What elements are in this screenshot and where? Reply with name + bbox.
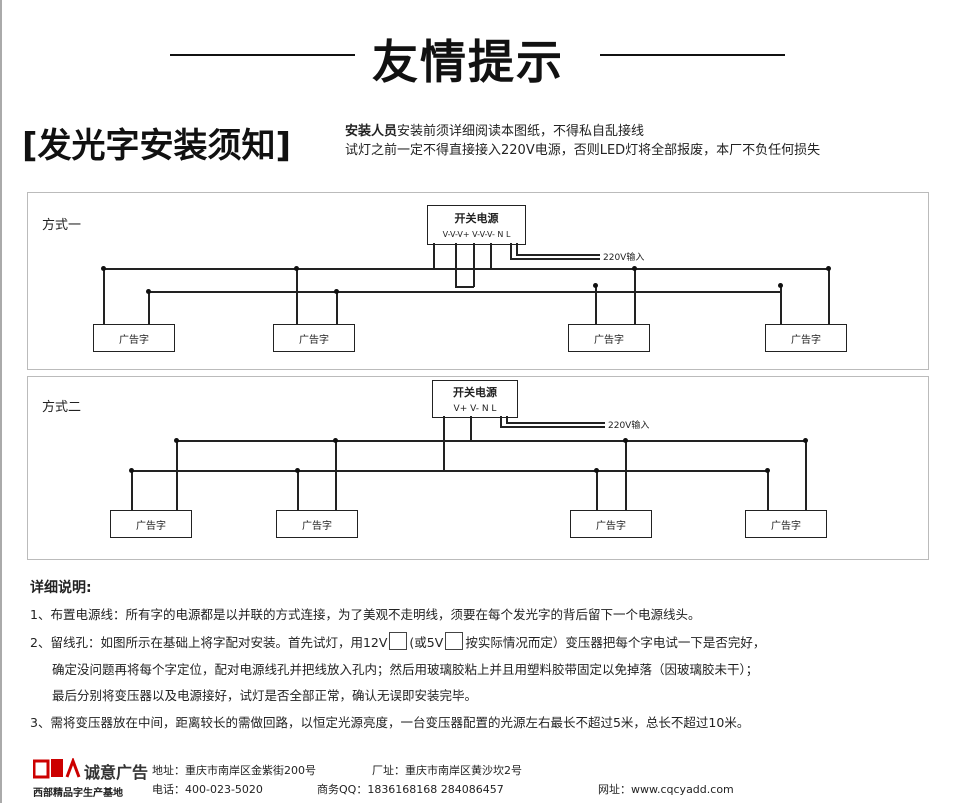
junction bbox=[174, 438, 179, 443]
method-2-sign-2: 广告字 bbox=[276, 510, 358, 538]
checkbox-12v bbox=[389, 632, 408, 650]
notice-line-2: 试灯之前一定不得直接接入220V电源，否则LED灯将全部报废，本厂不负任何损失 bbox=[345, 143, 821, 158]
instruction-1: 1、布置电源线：所有字的电源都是以并联的方式连接，为了美观不走明线，须要在每个发… bbox=[30, 607, 701, 622]
footer-factory: 厂址：重庆市南岸区黄沙坎2号 bbox=[372, 764, 522, 777]
wire bbox=[596, 470, 598, 512]
wire bbox=[780, 285, 782, 326]
wire bbox=[176, 440, 178, 512]
notice-line-1: 安装人员安装前须详细阅读本图纸，不得私自乱接线 bbox=[345, 120, 644, 139]
wire bbox=[516, 243, 518, 255]
method-2-sign-3: 广告字 bbox=[570, 510, 652, 538]
method-2-psu: 开关电源 V+ V- N L bbox=[432, 380, 518, 418]
wire bbox=[433, 243, 435, 269]
method-2-input-label: 220V输入 bbox=[608, 421, 650, 431]
wire bbox=[634, 268, 636, 326]
footer-address: 地址：重庆市南岸区金紫街200号 bbox=[152, 764, 316, 777]
method-2-bus-top bbox=[176, 440, 805, 442]
junction bbox=[803, 438, 808, 443]
footer-phone: 电话：400-023-5020 bbox=[152, 783, 263, 796]
logo-text: 诚意广告 bbox=[84, 763, 149, 782]
junction bbox=[334, 289, 339, 294]
instruction-2-part-a: 2、留线孔：如图所示在基础上将字配对安装。首先试灯，用12V bbox=[30, 635, 388, 650]
method-1-sign-4: 广告字 bbox=[765, 324, 847, 352]
wire bbox=[828, 268, 830, 326]
method-1-terminals: V-V-V+ V-V-V- N L bbox=[442, 230, 511, 239]
method-1-sign-1: 广告字 bbox=[93, 324, 175, 352]
wire bbox=[500, 426, 605, 428]
wire bbox=[335, 440, 337, 512]
wire bbox=[455, 286, 474, 288]
wire bbox=[148, 291, 150, 326]
notice-line-1-text: 安装前须详细阅读本图纸，不得私自乱接线 bbox=[397, 124, 645, 139]
wire bbox=[506, 422, 605, 424]
junction bbox=[101, 266, 106, 271]
instruction-2-part-b: (或5V bbox=[409, 635, 444, 650]
junction bbox=[765, 468, 770, 473]
junction bbox=[146, 289, 151, 294]
junction bbox=[295, 468, 300, 473]
junction bbox=[333, 438, 338, 443]
wire bbox=[510, 243, 512, 259]
method-1-sign-2: 广告字 bbox=[273, 324, 355, 352]
checkbox-5v bbox=[445, 632, 464, 650]
instructions-title: 详细说明: bbox=[30, 580, 92, 596]
wire bbox=[595, 285, 597, 326]
junction bbox=[778, 283, 783, 288]
method-1-psu: 开关电源 V-V-V+ V-V-V- N L bbox=[427, 205, 526, 245]
notice-line-1-bold: 安装人员 bbox=[345, 124, 398, 139]
title-rule-right bbox=[600, 54, 785, 56]
wire bbox=[103, 268, 105, 326]
wire bbox=[443, 416, 445, 471]
footer-website: 网址：www.cqcyadd.com bbox=[598, 783, 734, 796]
wire bbox=[500, 416, 502, 427]
method-2-psu-label: 开关电源 bbox=[453, 386, 497, 399]
wire bbox=[506, 416, 508, 423]
method-1-input-label: 220V输入 bbox=[603, 253, 645, 263]
logo-icon bbox=[32, 756, 81, 784]
wire bbox=[131, 470, 133, 512]
wire bbox=[336, 291, 338, 326]
wire bbox=[473, 243, 475, 287]
notice-title: [发光字安装须知] bbox=[22, 126, 292, 166]
junction bbox=[826, 266, 831, 271]
junction bbox=[129, 468, 134, 473]
method-1-bus-bottom bbox=[148, 291, 780, 293]
method-2-sign-1: 广告字 bbox=[110, 510, 192, 538]
wire bbox=[296, 268, 298, 326]
wire bbox=[470, 416, 472, 441]
instruction-3: 3、需将变压器放在中间，距离较长的需做回路，以恒定光源亮度，一台变压器配置的光源… bbox=[30, 715, 750, 730]
method-2-bus-bottom bbox=[131, 470, 767, 472]
instruction-2-line-3: 最后分别将变压器以及电源接好，试灯是否全部正常，确认无误即安装完毕。 bbox=[52, 688, 478, 703]
page-title: 友情提示 bbox=[372, 35, 564, 89]
method-2-sign-4: 广告字 bbox=[745, 510, 827, 538]
wire bbox=[805, 440, 807, 512]
left-edge-line bbox=[0, 0, 2, 803]
footer-qq: 商务QQ：1836168168 284086457 bbox=[317, 783, 504, 796]
method-1-psu-label: 开关电源 bbox=[454, 212, 499, 225]
wire bbox=[297, 470, 299, 512]
method-1-label: 方式一 bbox=[42, 218, 82, 233]
wire bbox=[455, 243, 457, 287]
wire bbox=[516, 254, 600, 256]
junction bbox=[294, 266, 299, 271]
instruction-2: 2、留线孔：如图所示在基础上将字配对安装。首先试灯，用12V (或5V 按实际情况而… bbox=[30, 632, 765, 651]
junction bbox=[623, 438, 628, 443]
junction bbox=[594, 468, 599, 473]
wire bbox=[490, 243, 492, 269]
method-1-sign-3: 广告字 bbox=[568, 324, 650, 352]
junction bbox=[632, 266, 637, 271]
wire bbox=[510, 258, 600, 260]
footer-tagline: 西部精品字生产基地 bbox=[33, 788, 123, 799]
method-2-terminals: V+ V- N L bbox=[453, 404, 497, 414]
instruction-2-part-c: 按实际情况而定）变压器把每个字电试一下是否完好， bbox=[465, 635, 766, 650]
wire bbox=[625, 440, 627, 512]
junction bbox=[593, 283, 598, 288]
method-2-label: 方式二 bbox=[42, 400, 82, 415]
instruction-2-line-2: 确定没问题再将每个字定位，配对电源线孔并把线放入孔内；然后用玻璃胶粘上并且用塑料… bbox=[52, 662, 759, 677]
method-1-bus-top bbox=[103, 268, 828, 270]
title-rule-left bbox=[170, 54, 355, 56]
wire bbox=[767, 470, 769, 512]
